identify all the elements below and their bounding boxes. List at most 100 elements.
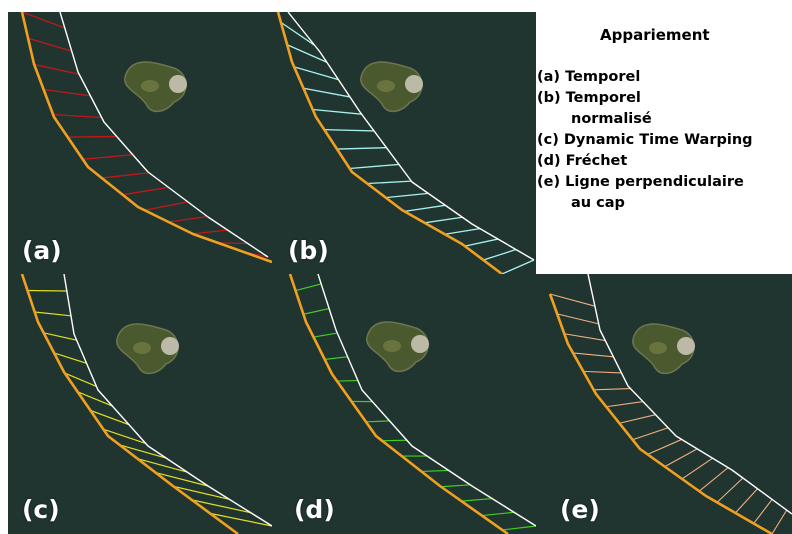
satellite-map [536,274,792,534]
pairing-line [77,391,113,407]
pairing-line [349,163,399,170]
pairing-line [82,154,133,160]
pairing-line [365,420,390,423]
pairing-line [464,238,499,247]
island-rock [405,75,423,93]
pairing-line [209,512,272,527]
legend-item-text: (e) Ligne perpendiculaire [537,174,744,190]
sea-background [536,274,792,534]
pairing-line [593,388,631,391]
legend-item-text-cont: normalisé [571,111,652,127]
pairing-line [444,227,481,235]
legend-item-text-cont: au cap [571,195,625,211]
pairing-line [90,409,130,426]
pairing-line [698,467,729,492]
pairing-line [564,333,606,342]
pairing-line [501,259,535,274]
legend-title: Appariement [600,26,710,44]
panel-label-c: (c) [22,495,60,524]
pairing-line [421,469,449,473]
trajectory-orange [288,274,509,534]
pairing-line [324,128,375,132]
legend-item-e: (e) Ligne perpendiculaire au cap [537,172,753,214]
satellite-map [8,274,272,534]
trajectory-orange [20,274,239,534]
trajectory-white [59,12,269,258]
pairing-line [441,484,471,488]
sea-shading [8,12,272,274]
pairing-line [483,248,517,261]
legend-item-text: (d) Fréchet [537,153,628,169]
panel-c-dtw: (c) [8,274,272,534]
pairing-line [385,192,429,199]
island-vegetation [133,342,151,354]
island-rock [677,337,695,355]
pairing-line [191,499,251,514]
satellite-map [272,12,536,274]
pairing-line [481,511,515,517]
pairing-line [619,414,656,424]
pairing-line [122,186,169,196]
pairing-line [461,497,493,502]
legend-item-b: (b) Temporel normalisé [537,88,753,130]
pairing-line [313,332,338,338]
panel-label-e: (e) [560,495,600,524]
trajectory-white [587,274,792,515]
sea-shading [8,274,272,534]
island-vegetation [383,340,401,352]
pairing-line [218,242,248,245]
pairing-line [53,352,87,364]
sea-background [272,274,536,534]
island-rock [411,335,429,353]
pairing-line [771,509,788,534]
pairing-line [137,458,188,473]
sea-shading [272,274,536,534]
trajectory-orange [20,12,272,264]
pairing-line [312,108,362,115]
pairing-line [293,66,339,81]
legend-item-text: (a) Temporel [537,69,641,85]
pairing-line [367,180,412,185]
pairing-line [404,204,446,212]
pairing-line [119,444,167,459]
satellite-map [272,274,536,534]
pairing-line [168,215,208,223]
sea-shading [536,274,792,534]
panel-label-d: (d) [294,495,335,524]
panel-d-frechet: (d) [272,274,536,534]
pairing-line [424,216,463,224]
legend-item-a: (a) Temporel [537,67,753,88]
legend-item-d: (d) Fréchet [537,151,753,172]
pairing-line [606,401,644,408]
pairing-line [27,289,67,292]
trajectory-white [287,12,535,261]
pairing-line [681,457,713,480]
pairing-line [336,147,387,150]
pairing-line [286,44,328,63]
sea-background [8,274,272,534]
sea-shading [272,12,536,274]
pairing-line [34,311,72,317]
pairing-line [502,525,536,531]
pairing-line [734,488,758,514]
panel-label-a: (a) [22,236,62,265]
pairing-line [67,135,117,138]
pairing-line [549,293,596,307]
pairing-line [192,229,228,235]
satellite-map [8,12,272,274]
panel-a-temporal: (a) [8,12,272,274]
island-rock [161,337,179,355]
island-vegetation [141,80,159,92]
pairing-line [557,313,599,325]
trajectory-orange [548,293,773,534]
island-rock [169,75,187,93]
pairing-line [144,201,189,211]
legend-item-text: (b) Temporel [537,90,641,106]
pairing-line [303,307,330,315]
pairing-line [173,485,230,500]
pairing-line [155,471,209,487]
pairing-line [664,448,698,468]
pairing-line [101,172,150,179]
pairing-line [753,499,773,524]
